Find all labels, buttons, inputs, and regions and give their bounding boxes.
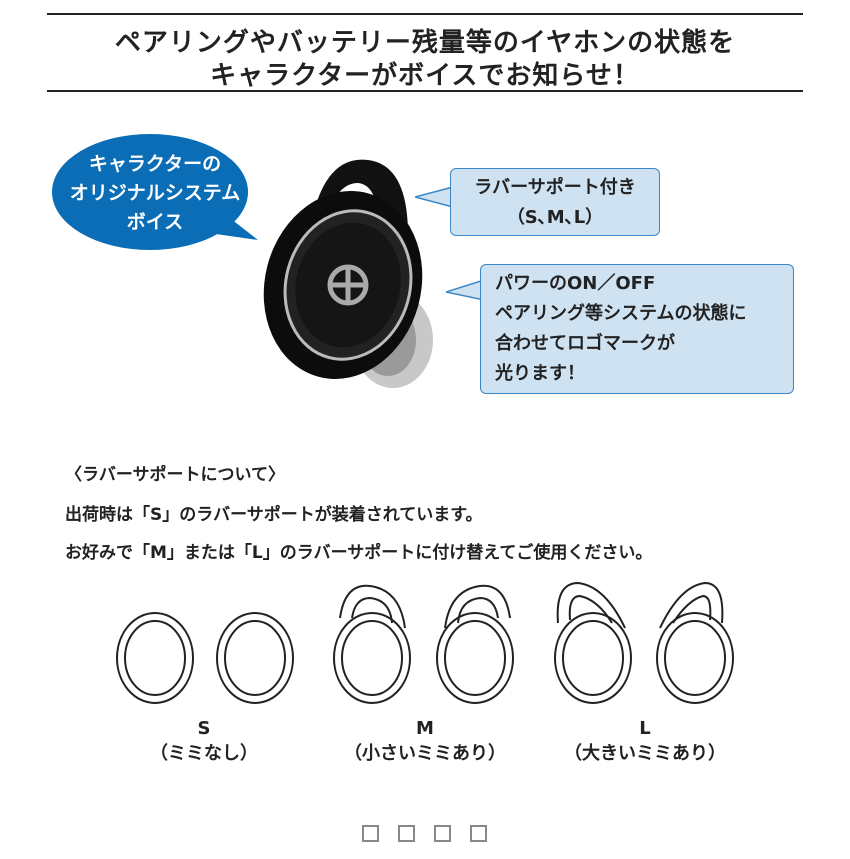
info-line-2: お好みで「M」または「L」のラバーサポートに付け替えてご使用ください。: [65, 543, 653, 563]
callout-line: 光ります！: [495, 363, 585, 384]
callout-line: ラバーサポート付き: [474, 177, 636, 198]
callout-line: （S､M､L）: [506, 207, 604, 228]
size-desc: （小さいミミあり）: [344, 743, 506, 764]
placeholder-glyph-box: [398, 825, 415, 842]
placeholder-glyph-box: [362, 825, 379, 842]
callout-line: パワーのON／OFF: [495, 273, 656, 294]
earphone-image: [263, 159, 433, 388]
size-s-label: S （ミミなし）: [104, 718, 304, 765]
rubber-support-diagrams: [116, 581, 734, 704]
size-name: S: [197, 718, 211, 739]
placeholder-glyph-box: [470, 825, 487, 842]
size-name: M: [416, 718, 434, 739]
title-line-2: キャラクターがボイスでお知らせ！: [210, 61, 640, 91]
size-desc: （大きいミミあり）: [564, 743, 726, 764]
speech-bubble-text: キャラクターの オリジナルシステム ボイス: [60, 150, 250, 237]
bubble-line: ボイス: [126, 211, 184, 233]
info-heading: 〈ラバーサポートについて〉: [65, 465, 285, 485]
speech-bubble-shape: [52, 134, 258, 250]
placeholder-glyph-box: [434, 825, 451, 842]
support-l: [554, 581, 734, 704]
support-s: [116, 612, 294, 704]
callout-line: 合わせてロゴマークが: [495, 333, 675, 354]
bubble-line: キャラクターの: [88, 153, 222, 175]
bubble-line: オリジナルシステム: [69, 182, 241, 204]
size-name: L: [639, 718, 651, 739]
callout-rubber-support: ラバーサポート付き （S､M､L）: [450, 168, 660, 236]
top-rule: [47, 13, 803, 15]
callout-logo-light: パワーのON／OFF ペアリング等システムの状態に 合わせてロゴマークが 光りま…: [480, 264, 794, 394]
callout-tail: [415, 186, 454, 208]
info-line-1: 出荷時は「S」のラバーサポートが装着されています。: [65, 505, 483, 525]
bottom-rule: [47, 90, 803, 92]
support-m: [333, 584, 514, 704]
size-m-label: M （小さいミミあり）: [325, 718, 525, 765]
size-l-label: L （大きいミミあり）: [545, 718, 745, 765]
title-line-1: ペアリングやバッテリー残量等のイヤホンの状態を: [114, 28, 736, 58]
callout-line: ペアリング等システムの状態に: [495, 303, 747, 324]
size-desc: （ミミなし）: [150, 743, 258, 764]
